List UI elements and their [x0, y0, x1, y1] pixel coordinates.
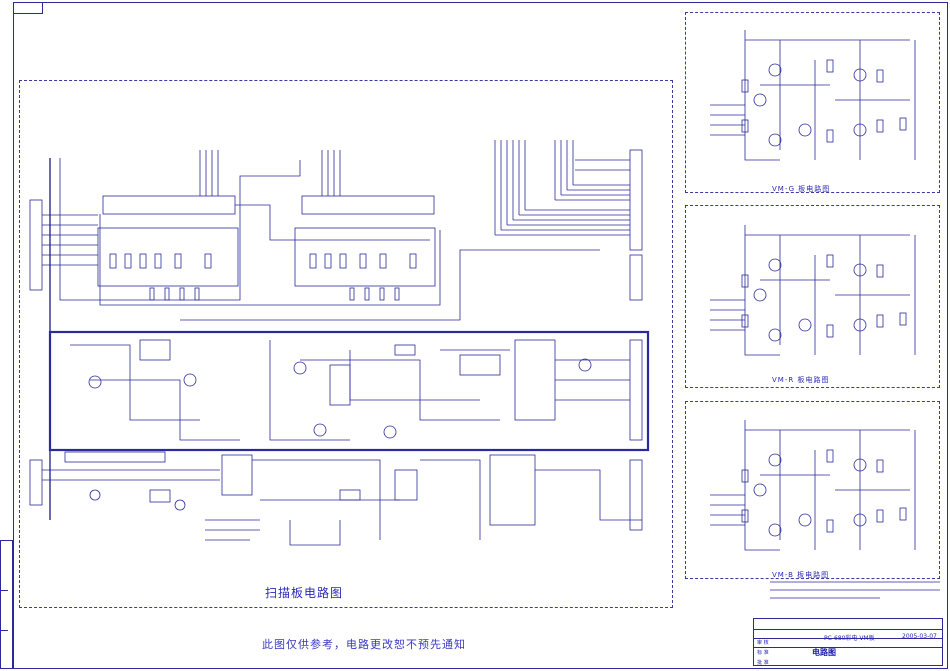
reference-notice: 此图仅供参考，电路更改恕不预先通知 [262, 638, 466, 651]
sheet-border [13, 2, 948, 669]
title-block: 审 核 标 准 批 准 PC-680彩电 VM板 2005-03-07 电路图 [753, 618, 943, 666]
scan-board-region [19, 80, 673, 608]
corner-box [13, 2, 43, 14]
vm-b-region [685, 401, 940, 579]
vm-g-region [685, 12, 940, 193]
title-block-row [754, 638, 942, 648]
margin-tick [0, 630, 8, 631]
title-block-row [754, 629, 942, 639]
title-block-header-row [754, 619, 942, 630]
left-margin-strip [0, 540, 13, 669]
title-block-label-review: 审 核 [757, 640, 769, 646]
title-block-model: PC-680彩电 VM板 [824, 635, 875, 642]
main-schematic-title: 扫描板电路图 [265, 586, 344, 600]
vm-r-panel-label: VM-R 板电路图 [772, 376, 830, 384]
title-block-drawing-title: 电路图 [812, 648, 836, 657]
title-block-label-approve: 批 准 [757, 660, 769, 666]
vm-b-panel-label: VM-B 板电路图 [772, 571, 830, 579]
margin-tick [0, 590, 8, 591]
vm-r-region [685, 205, 940, 388]
vm-g-panel-label: VM-G 板电路图 [772, 185, 831, 193]
title-block-date: 2005-03-07 [902, 633, 937, 640]
title-block-label-standard: 标 准 [757, 650, 769, 656]
